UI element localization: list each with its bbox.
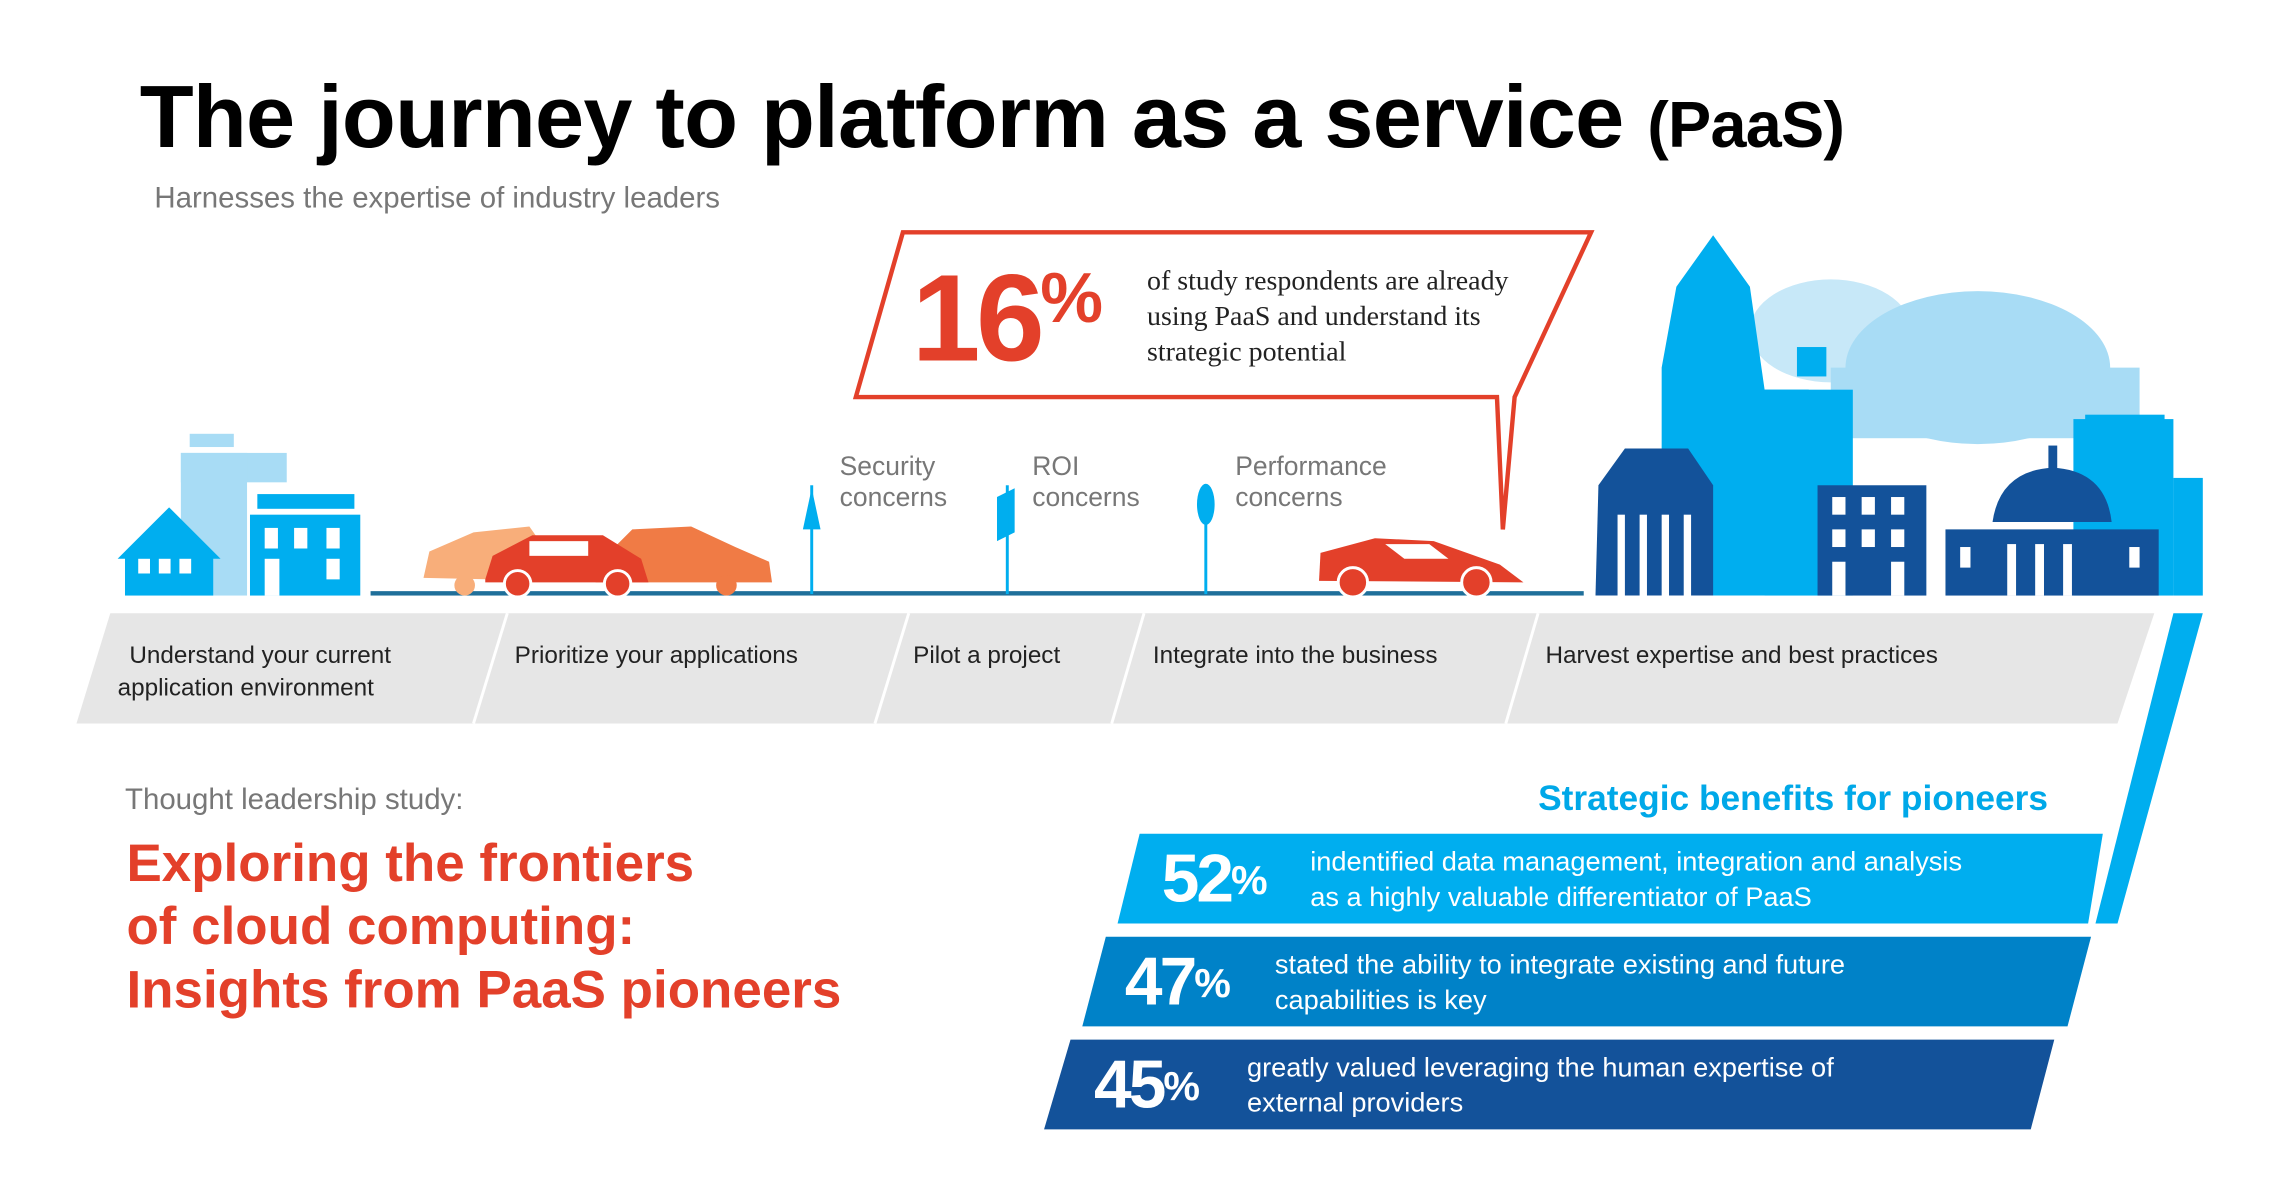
study-label: Thought leadership study: [124,783,464,817]
benefit-percent: 47% [1124,942,1231,1020]
benefit-bar-45 [1044,1039,2055,1130]
benefit-text: stated the ability to integrate existing… [1274,948,1846,1015]
security-sign-icon [802,485,821,595]
performance-sign-icon [1196,483,1215,595]
title-main: The journey to platform as a service [139,67,1624,167]
title-suffix: (PaaS) [1647,89,1845,162]
benefit-47: 47% stated the ability to integrate exis… [1125,937,2066,1025]
benefit-percent: 52% [1161,839,1268,917]
stage-harvest: Harvest expertise and best practices [1545,642,1938,670]
page-title: The journey to platform as a service (Pa… [140,66,1845,167]
car-icon-red-1 [485,535,649,599]
stage-pilot: Pilot a project [913,642,1061,670]
car-icon-red-2 [1319,538,1524,599]
benefits-title: Strategic benefits for pioneers [1538,779,2049,820]
benefit-bar-52 [1117,833,2103,924]
stage-dividers [472,612,1540,724]
road [370,591,1584,596]
page-subtitle: Harnesses the expertise of industry lead… [154,182,721,215]
stage-prioritize: Prioritize your applications [514,642,798,670]
stage-band [76,613,2155,724]
benefit-bar-47 [1082,936,2092,1027]
callout-text: of study respondents are already using P… [1146,266,1509,368]
left-buildings-icon [117,433,361,596]
benefit-45: 45% greatly valued leveraging the human … [1094,1040,2035,1128]
benefit-bar-connector [2095,613,2203,924]
benefit-text: indentified data management, integration… [1310,845,1963,912]
stage-integrate: Integrate into the business [1152,642,1438,670]
roi-sign-icon [996,485,1015,595]
benefit-52: 52% indentified data management, integra… [1162,834,2103,922]
benefit-percent: 45% [1094,1045,1201,1122]
city-skyline-icon [1595,235,2203,596]
benefit-text: greatly valued leveraging the human expe… [1246,1051,1834,1118]
callout-percent: 16% [911,248,1103,387]
speech-bubble [852,230,1595,530]
